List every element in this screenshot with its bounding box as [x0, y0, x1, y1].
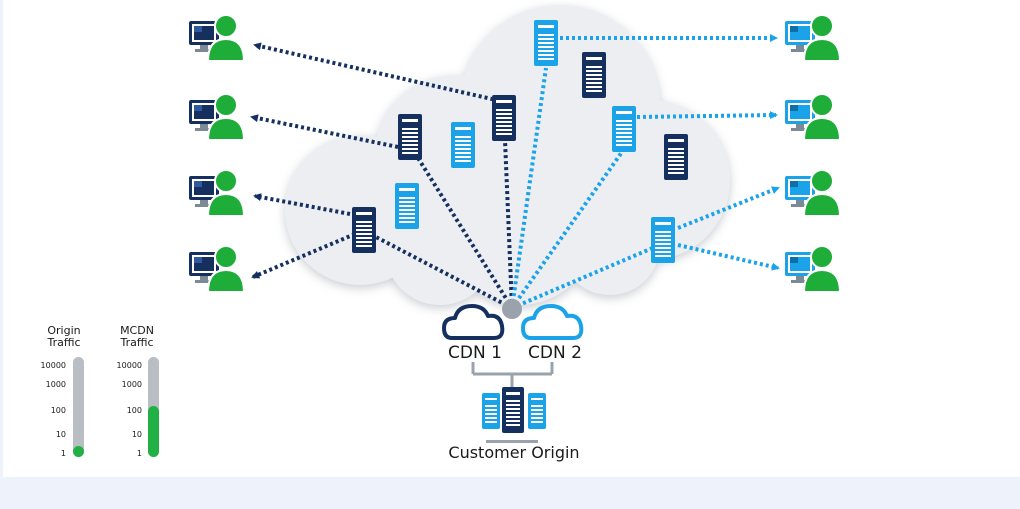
end-user-icon [784, 93, 841, 141]
origin-traffic-gauge: Origin Traffic 10000 1000 100 10 1 [41, 324, 84, 458]
edge-server-blue [534, 20, 558, 66]
origin-gauge-label-line1: Origin [47, 324, 80, 337]
mcdn-traffic-gauge: MCDN Traffic 10000 1000 100 10 1 [117, 324, 159, 458]
origin-gauge-fill [73, 446, 84, 457]
edge-server-blue [651, 217, 675, 263]
customer-origin-label: Customer Origin [448, 443, 579, 462]
left-rail [0, 0, 3, 477]
cdn2-cloud-icon [521, 304, 584, 340]
origin-tick-label: 10 [56, 430, 66, 439]
mcdn-tick-label: 10000 [117, 361, 142, 370]
cdn1-label: CDN 1 [448, 343, 502, 363]
end-user-icon [188, 93, 245, 141]
origin-tick-label: 10000 [41, 361, 66, 370]
edge-server-navy [492, 95, 516, 141]
cdn2-label: CDN 2 [528, 343, 582, 363]
footer-band [0, 477, 1020, 509]
cdn1-cloud-icon [442, 304, 505, 340]
edge-server-navy [664, 134, 688, 180]
origin-gauge-label-line2: Traffic [46, 336, 80, 349]
mcdn-tick-label: 100 [127, 406, 142, 415]
end-user-icon [784, 169, 841, 217]
edge-server-navy [398, 114, 422, 160]
end-user-icon [784, 14, 841, 62]
end-user-icon [188, 245, 245, 293]
end-user-icon [188, 14, 245, 62]
edge-server-blue [612, 106, 636, 152]
mcdn-gauge-label-line1: MCDN [120, 324, 154, 337]
end-user-icon [784, 245, 841, 293]
mcdn-tick-label: 1 [137, 449, 142, 458]
origin-tick-label: 100 [51, 406, 66, 415]
origin-hub [502, 299, 522, 319]
mcdn-gauge-fill [148, 406, 159, 457]
cdn1-links [250, 42, 514, 310]
edge-server-blue [395, 183, 419, 229]
edge-server-blue [451, 122, 475, 168]
mcdn-gauge-label-line2: Traffic [119, 336, 153, 349]
mcdn-tick-label: 10 [132, 430, 142, 439]
origin-connector [471, 362, 554, 388]
end-user-icon [188, 169, 245, 217]
origin-gauge-track [73, 357, 84, 457]
edge-server-navy [582, 52, 606, 98]
cdn2-links [510, 34, 780, 310]
customer-origin-icon [482, 387, 546, 443]
mcdn-tick-label: 1000 [122, 380, 142, 389]
origin-tick-label: 1 [61, 449, 66, 458]
origin-tick-label: 1000 [46, 380, 66, 389]
edge-server-navy [352, 207, 376, 253]
